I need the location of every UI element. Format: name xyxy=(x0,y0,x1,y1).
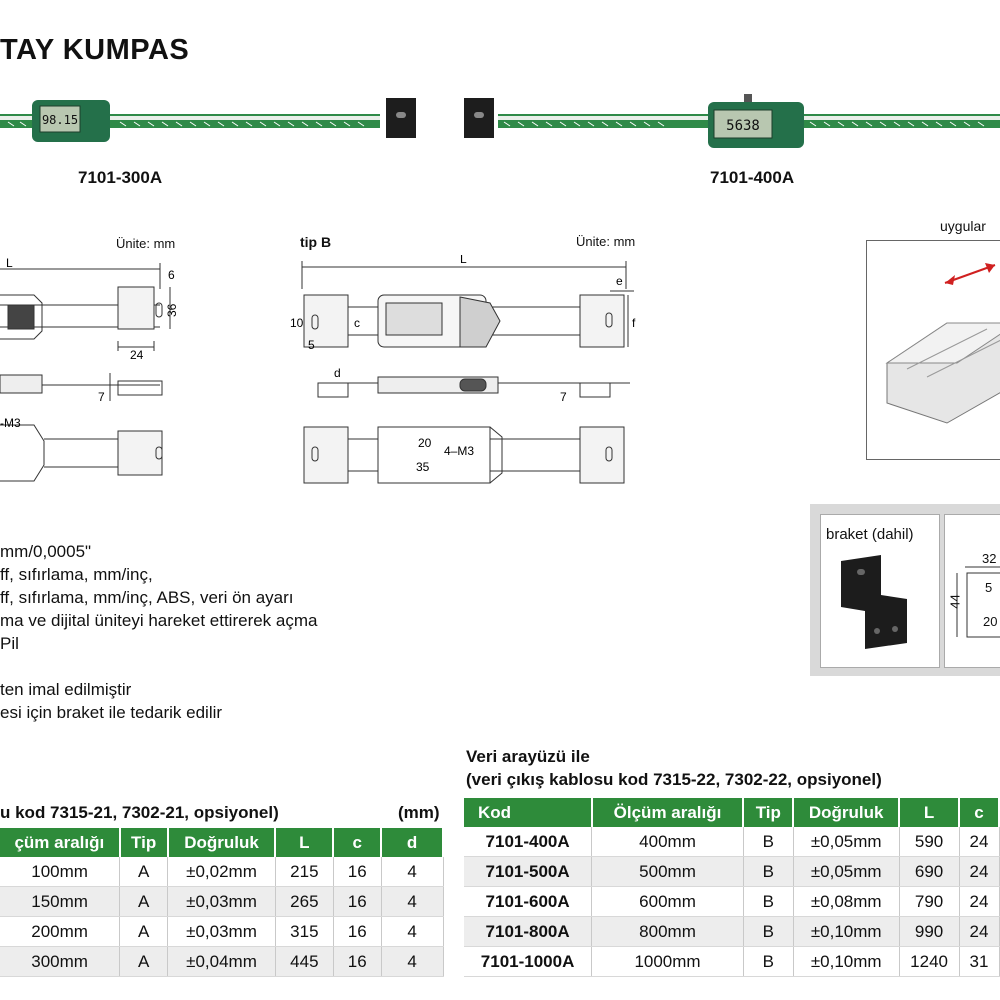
product-photo-7101-400a: 5638 xyxy=(464,94,1000,148)
unit-label-right: Ünite: mm xyxy=(576,234,636,249)
page-title: TAY KUMPAS xyxy=(0,34,190,66)
column-header: c xyxy=(333,828,383,857)
spec-line: esi için braket ile tedarik edilir xyxy=(0,703,223,722)
svg-text:24: 24 xyxy=(130,348,144,362)
bracket-label: braket (dahil) xyxy=(826,526,914,543)
left-spec-table: çüm aralığı Tip Doğruluk L c d 100mm A ±… xyxy=(0,828,444,977)
table-row: 150mm A ±0,03mm 265 16 4 xyxy=(0,886,444,917)
svg-text:36: 36 xyxy=(165,303,179,317)
technical-drawing-type-a: L 6 36 24 7 -M3 xyxy=(0,256,179,482)
lcd-display-300a: 98.15 xyxy=(42,113,78,127)
spec-line: ma ve dijital üniteyi hareket ettirerek … xyxy=(0,611,318,630)
model-label-7101-300a: 7101-300A xyxy=(78,168,163,187)
column-header: L xyxy=(899,798,961,827)
bracket-drawing-box xyxy=(944,514,1000,668)
svg-text:d: d xyxy=(334,366,341,380)
bracket-photo-box xyxy=(820,514,940,668)
column-header: L xyxy=(275,828,335,857)
column-header: Tip xyxy=(743,798,795,827)
svg-text:f: f xyxy=(632,316,636,330)
column-header: Doğruluk xyxy=(793,798,901,827)
svg-text:20: 20 xyxy=(418,436,432,450)
svg-text:35: 35 xyxy=(416,460,430,474)
svg-text:e: e xyxy=(616,274,623,288)
column-header: çüm aralığı xyxy=(0,828,121,857)
table-row: 7101-1000A 1000mm B ±0,10mm 1240 31 xyxy=(464,946,1000,977)
svg-text:L: L xyxy=(6,256,13,270)
table-row: 7101-400A 400mm B ±0,05mm 590 24 xyxy=(464,827,1000,857)
svg-text:4–M3: 4–M3 xyxy=(444,444,474,458)
right-table-caption-2: (veri çıkış kablosu kod 7315-22, 7302-22… xyxy=(466,770,882,789)
column-header: c xyxy=(959,798,1000,827)
table-row: 7101-500A 500mm B ±0,05mm 690 24 xyxy=(464,856,1000,887)
svg-text:7: 7 xyxy=(98,390,105,404)
technical-drawing-type-b: L e f 10 c 5 d 7 20 4–M3 35 xyxy=(290,255,636,484)
product-photo-7101-300a: 98.15 xyxy=(0,98,416,142)
column-header: Doğruluk xyxy=(167,828,277,857)
lcd-display-400a: 5638 xyxy=(726,118,760,134)
right-spec-table: Kod Ölçüm aralığı Tip Doğruluk L c 7101-… xyxy=(464,798,1000,977)
application-label: uygular xyxy=(940,218,986,234)
left-table-unit: (mm) xyxy=(398,803,440,822)
unit-label-left: Ünite: mm xyxy=(116,236,176,251)
spec-line: mm/0,0005" xyxy=(0,542,92,561)
table-row: 7101-600A 600mm B ±0,08mm 790 24 xyxy=(464,886,1000,917)
right-table-caption-1: Veri arayüzü ile xyxy=(466,747,590,766)
column-header: d xyxy=(381,828,444,857)
column-header: Tip xyxy=(119,828,169,857)
model-label-7101-400a: 7101-400A xyxy=(710,168,795,187)
svg-text:-M3: -M3 xyxy=(0,416,21,430)
tip-b-label: tip B xyxy=(300,234,332,250)
svg-text:c: c xyxy=(354,316,360,330)
svg-text:6: 6 xyxy=(168,268,175,282)
table-row: 300mm A ±0,04mm 445 16 4 xyxy=(0,946,444,977)
left-table-caption: u kod 7315-21, 7302-21, opsiyonel) xyxy=(0,803,279,822)
svg-text:7: 7 xyxy=(560,390,567,404)
application-illustration xyxy=(866,240,1000,460)
column-header: Ölçüm aralığı xyxy=(591,798,745,827)
svg-text:5: 5 xyxy=(308,338,315,352)
spec-line: ff, sıfırlama, mm/inç, xyxy=(0,565,153,584)
table-row: 100mm A ±0,02mm 215 16 4 xyxy=(0,857,444,887)
column-header: Kod xyxy=(464,798,593,827)
spec-line: ten imal edilmiştir xyxy=(0,680,132,699)
spec-line: ff, sıfırlama, mm/inç, ABS, veri ön ayar… xyxy=(0,588,294,607)
table-row: 200mm A ±0,03mm 315 16 4 xyxy=(0,916,444,947)
svg-text:L: L xyxy=(460,255,467,266)
svg-text:10: 10 xyxy=(290,316,304,330)
spec-line: Pil xyxy=(0,634,19,653)
table-row: 7101-800A 800mm B ±0,10mm 990 24 xyxy=(464,916,1000,947)
